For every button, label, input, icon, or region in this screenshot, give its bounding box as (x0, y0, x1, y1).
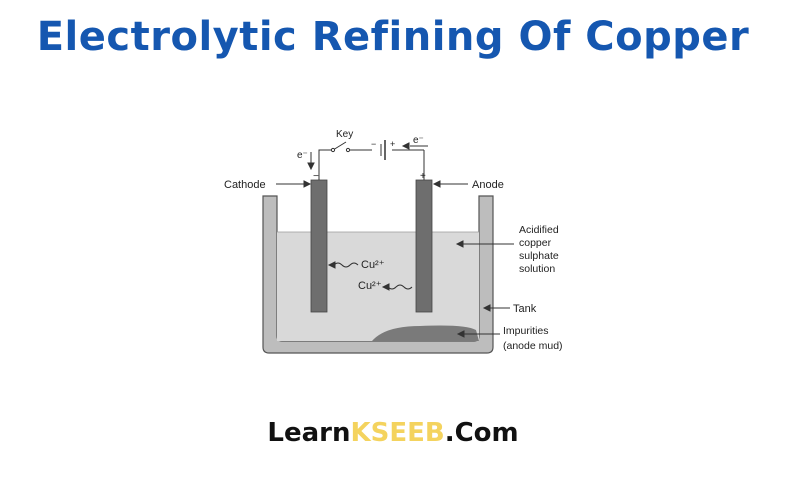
brand-accent: KSEEB (350, 418, 445, 448)
brand-suffix: .Com (444, 418, 519, 448)
cu-ion-arrow-from-anode-icon (381, 283, 413, 291)
cu-ion-arrow-to-cathode-icon (327, 261, 359, 269)
key-contact (330, 147, 336, 153)
key-label: Key (336, 129, 353, 140)
electron-arrow-down-icon (307, 152, 315, 171)
solution-label: Acidified copper sulphate solution (519, 224, 562, 275)
electron-label-right: e⁻ (413, 135, 424, 146)
solution-pointer-arrow-icon (455, 240, 514, 248)
cu-ion-lower-label: Cu²⁺ (358, 280, 382, 292)
cathode-label: Cathode (224, 179, 266, 191)
page-title: Electrolytic Refining Of Copper (36, 14, 750, 60)
impurities-pointer-arrow-icon (456, 330, 500, 338)
circuit-wire (318, 140, 425, 180)
electron-label-left: e⁻ (297, 150, 308, 161)
tank-pointer-arrow-icon (482, 304, 510, 312)
anode-electrode (415, 179, 433, 313)
site-brand: LearnKSEEB.Com (0, 418, 786, 448)
electron-arrow-left-icon (401, 142, 428, 150)
anode-sign: + (420, 171, 426, 182)
anode-pointer-arrow-icon (432, 180, 468, 188)
anode-label: Anode (472, 179, 504, 191)
impurities-label: Impurities (anode mud) (503, 325, 563, 352)
battery-minus: − (371, 139, 376, 149)
anode-mud (372, 325, 479, 341)
cathode-electrode (310, 179, 328, 313)
battery-plus: + (390, 139, 395, 149)
brand-prefix: Learn (267, 418, 351, 448)
tank-label: Tank (513, 303, 537, 315)
cathode-sign: − (313, 171, 319, 182)
cathode-pointer-arrow-icon (276, 180, 312, 188)
key-contact (345, 147, 351, 153)
cu-ion-upper-label: Cu²⁺ (361, 259, 385, 271)
